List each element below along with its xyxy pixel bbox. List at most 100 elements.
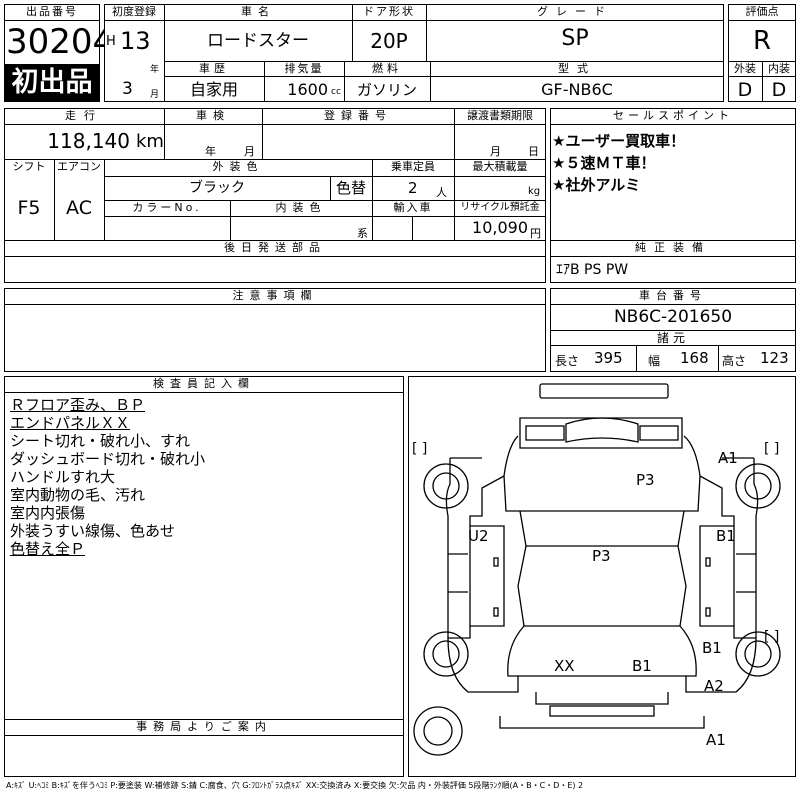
history-label: 車歴	[199, 62, 229, 75]
color-label: 外装色	[212, 160, 264, 173]
load-label: 最大積載量	[472, 160, 528, 173]
mark-left-door: U2	[468, 527, 489, 545]
car-diagram-box	[408, 376, 796, 777]
bracket-right: [ ]	[764, 441, 780, 457]
inspection-label: 車検	[196, 109, 230, 122]
car-diagram	[413, 383, 781, 756]
ac: AC	[66, 197, 92, 219]
width-label: 幅	[648, 354, 661, 368]
exterior-grade-label: 外装	[734, 62, 756, 75]
deferred-parts-label: 後日発送部品	[224, 241, 326, 254]
first-reg-label: 初度登録	[112, 5, 156, 18]
first-reg-month: 3	[122, 79, 133, 99]
mileage-label: 走行	[65, 109, 103, 122]
fuel: ガソリン	[356, 81, 417, 99]
inspector-note-8: 外装うすい線傷、色あせ	[10, 522, 176, 540]
import-label: 輸入車	[393, 201, 433, 214]
inspector-note-2: エンドパネルＸＸ	[10, 414, 131, 432]
interior-color-label: 内装色	[275, 201, 327, 214]
office-label: 事務局よりご案内	[136, 720, 272, 733]
era: H	[106, 34, 116, 49]
overall-score: R	[752, 26, 772, 56]
mark-rear-panel-right: B1	[632, 657, 652, 675]
interior-grade-label: 内装	[768, 62, 790, 75]
ac-label: エアコン	[57, 160, 101, 173]
bracket-right-rear: [ ]	[764, 629, 780, 645]
caution-box	[4, 288, 546, 372]
capacity-label: 乗車定員	[391, 160, 435, 173]
mark-front-right: A1	[718, 449, 738, 467]
inspector-note-4: ダッシュボード切れ・破れ小	[10, 450, 206, 468]
door-label: ドア形状	[363, 5, 415, 18]
width-value: 168	[680, 349, 709, 367]
inspector-note-3: シート切れ・破れ小、すれ	[10, 432, 191, 450]
mark-rear-bumper: A1	[706, 731, 726, 749]
recycle-label: リサイクル預託金	[460, 202, 540, 213]
inspector-label: 検査員記入欄	[153, 377, 255, 390]
office-box	[4, 719, 404, 777]
sales-point-box	[550, 108, 796, 283]
door-type: 20P	[370, 29, 408, 53]
reg-no-label: 登録番号	[324, 109, 392, 122]
mark-right-door: B1	[716, 527, 736, 545]
grade: SP	[561, 26, 589, 51]
sales-point-label: セールスポイント	[613, 109, 733, 122]
length-value: 395	[594, 349, 623, 367]
sales-point-3: ★社外アルミ	[552, 176, 641, 194]
sales-point-1: ★ユーザー買取車！	[552, 132, 686, 150]
equipment-value: ｴｱB PS PW	[556, 262, 629, 278]
displacement-label: 排気量	[284, 62, 324, 75]
mark-rear-right: A2	[704, 677, 724, 695]
recycle-unit: 円	[530, 227, 541, 240]
inspector-note-6: 室内動物の毛、汚れ	[10, 486, 146, 504]
lot-number: 30204	[6, 22, 115, 62]
inspector-note-1: Ｒフロア歪み、ＢＰ	[10, 396, 146, 414]
transfer-day-unit: 日	[528, 145, 539, 158]
height-label: 高さ	[722, 354, 747, 368]
model: GF-NB6C	[541, 80, 613, 99]
load-unit: kg	[528, 186, 541, 197]
shift: F5	[17, 197, 41, 219]
exterior-grade: D	[737, 79, 753, 101]
equipment-label: 純正装備	[635, 241, 711, 254]
inspector-note-9: 色替え全Ｐ	[10, 540, 86, 558]
interior-color-unit: 系	[357, 227, 368, 240]
shift-label: シフト	[12, 160, 46, 173]
interior-grade: D	[771, 79, 787, 101]
dims-label: 諸元	[656, 331, 689, 345]
chassis-label: 車台番号	[639, 289, 707, 302]
inspection-year-unit: 年	[205, 145, 216, 158]
color-changed: 色替	[335, 179, 366, 197]
footer-legend: A:ｷｽﾞ U:ﾍｺﾐ B:ｷｽﾞを伴うﾍｺﾐ P:要塗装 W:補修跡 S:錆 …	[6, 781, 584, 790]
inspector-note-5: ハンドルすれ大	[10, 468, 116, 486]
mark-roof: P3	[592, 547, 611, 565]
bracket-left: [ ]	[412, 441, 428, 457]
year-unit: 年	[150, 65, 160, 75]
caution-label: 注意事項欄	[232, 289, 318, 302]
displacement: 1600	[287, 80, 328, 99]
height-value: 123	[760, 349, 789, 367]
first-listing-badge: 初出品	[5, 64, 99, 101]
displacement-unit: cc	[331, 87, 341, 97]
capacity-unit: 人	[436, 186, 447, 199]
chassis-number: NB6C-201650	[613, 307, 733, 327]
inspection-month-unit: 月	[244, 145, 255, 158]
inspector-note-7: 室内内張傷	[10, 504, 86, 522]
model-label: 型式	[558, 62, 596, 75]
score-label: 評価点	[745, 5, 779, 18]
car-name: ロードスター	[207, 31, 309, 51]
capacity: 2	[408, 179, 418, 197]
first-reg-year: 13	[120, 27, 151, 55]
mileage: 118,140	[47, 129, 130, 153]
transfer-label: 譲渡書類期限	[467, 109, 533, 122]
history: 自家用	[189, 80, 238, 99]
mark-rear-panel-left: XX	[554, 657, 575, 675]
recycle-amount: 10,090	[472, 218, 528, 237]
month-unit: 月	[150, 90, 160, 100]
exterior-color: ブラック	[189, 180, 245, 196]
transfer-month-unit: 月	[490, 145, 501, 158]
mileage-unit: km	[136, 131, 164, 152]
grade-label: グレード	[537, 5, 613, 18]
color-no-label: カラーNo.	[132, 201, 202, 214]
mark-right-rear-fender: B1	[702, 639, 722, 657]
